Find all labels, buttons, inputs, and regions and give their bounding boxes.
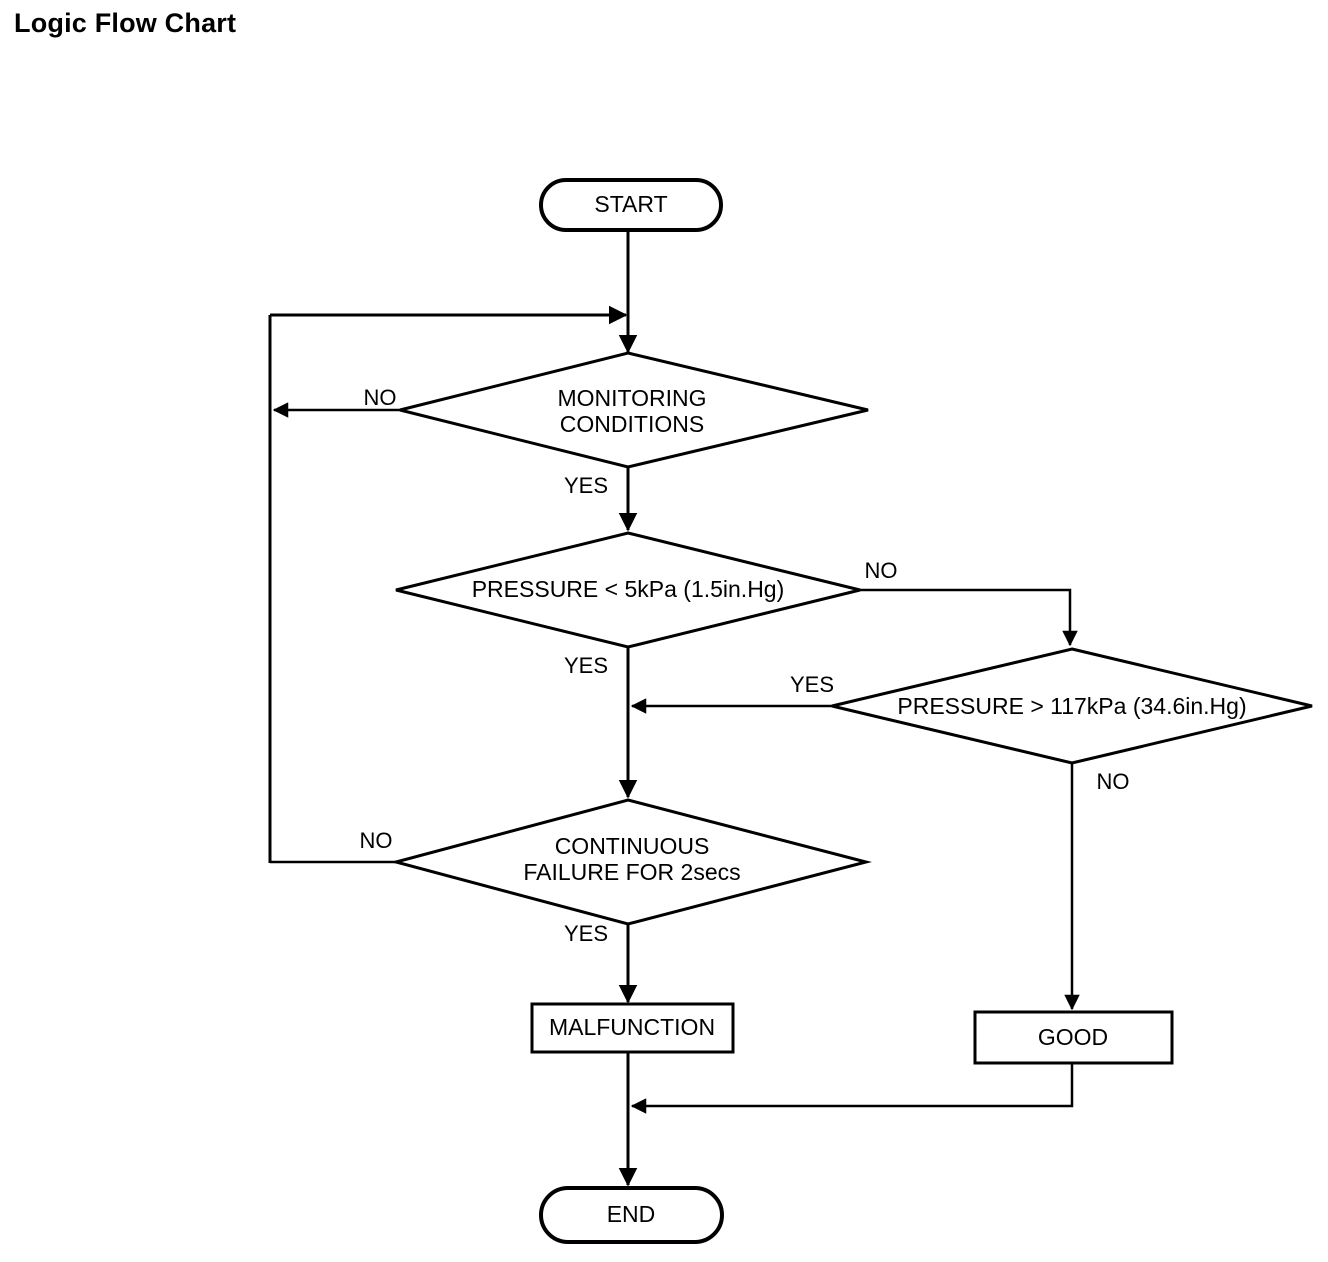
node-start-label: START bbox=[594, 191, 667, 217]
node-monitoring-label-line1: MONITORING bbox=[557, 385, 706, 411]
node-continuous-failure-label-line2: FAILURE FOR 2secs bbox=[523, 859, 740, 885]
node-pressure-low-label: PRESSURE < 5kPa (1.5in.Hg) bbox=[472, 576, 785, 602]
edge-pressure-low-no bbox=[860, 588, 1078, 647]
node-pressure-high-label: PRESSURE > 117kPa (34.6in.Hg) bbox=[897, 693, 1246, 719]
node-continuous-failure-label-line1: CONTINUOUS bbox=[555, 833, 710, 859]
branch-label-continuous-failure-no: NO bbox=[360, 828, 393, 853]
node-monitoring-conditions[interactable]: MONITORING CONDITIONS bbox=[399, 351, 869, 469]
node-good[interactable]: GOOD bbox=[973, 1010, 1174, 1065]
page-title: Logic Flow Chart bbox=[14, 8, 237, 38]
node-start[interactable]: START bbox=[539, 178, 723, 232]
branch-label-pressure-high-no: NO bbox=[1097, 769, 1130, 794]
node-end[interactable]: END bbox=[539, 1186, 724, 1244]
branch-label-monitoring-no: NO bbox=[364, 385, 397, 410]
branch-label-pressure-high-yes: YES bbox=[790, 672, 834, 697]
node-continuous-failure[interactable]: CONTINUOUS FAILURE FOR 2secs bbox=[390, 798, 872, 926]
branch-label-continuous-failure-yes: YES bbox=[564, 921, 608, 946]
node-malfunction-label: MALFUNCTION bbox=[549, 1014, 715, 1040]
node-monitoring-label-line2: CONDITIONS bbox=[560, 411, 704, 437]
node-malfunction[interactable]: MALFUNCTION bbox=[530, 1002, 735, 1054]
edge-good-to-end bbox=[630, 1063, 1074, 1114]
node-pressure-low[interactable]: PRESSURE < 5kPa (1.5in.Hg) bbox=[395, 531, 861, 649]
branch-label-monitoring-yes: YES bbox=[564, 473, 608, 498]
node-pressure-high[interactable]: PRESSURE > 117kPa (34.6in.Hg) bbox=[831, 647, 1313, 765]
branch-label-pressure-low-no: NO bbox=[865, 558, 898, 583]
node-end-label: END bbox=[607, 1201, 656, 1227]
node-good-label: GOOD bbox=[1038, 1024, 1108, 1050]
branch-label-pressure-low-yes: YES bbox=[564, 653, 608, 678]
